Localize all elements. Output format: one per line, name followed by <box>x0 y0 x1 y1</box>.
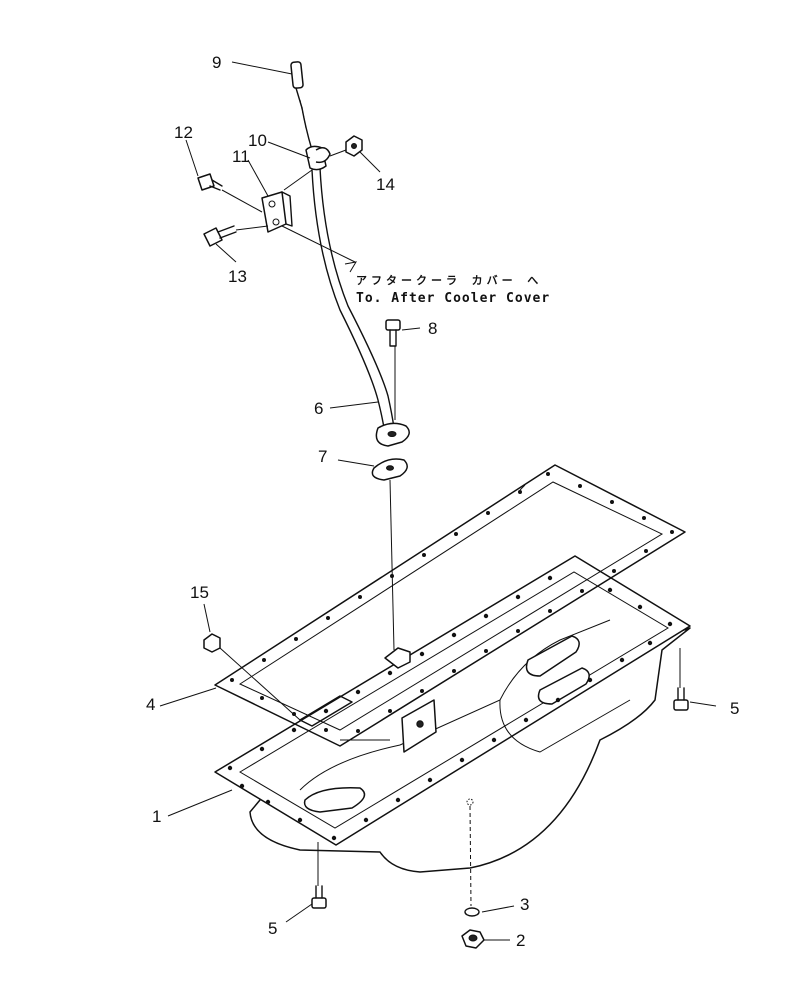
clip <box>315 147 331 164</box>
gasket <box>214 464 686 747</box>
assembly-lines <box>219 149 681 907</box>
callout-9: 9 <box>212 53 221 72</box>
dipstick-rod <box>301 107 313 151</box>
callout-7: 7 <box>318 447 327 466</box>
gasket-outer <box>214 464 686 747</box>
oil-pan-inner-wall <box>299 619 611 791</box>
bolt-8 <box>385 319 401 347</box>
oil-pan-flange <box>214 555 691 846</box>
tube-gasket <box>371 458 408 481</box>
dipstick <box>290 61 313 151</box>
oil-pan <box>214 555 691 873</box>
callout-leaders <box>159 61 717 941</box>
note-arrow <box>344 261 357 273</box>
oil-pan-slot-rear <box>525 635 580 677</box>
callout-15: 15 <box>190 583 209 602</box>
callout-5-left: 5 <box>268 919 277 938</box>
drain-hole <box>466 798 474 806</box>
bolt-5-left <box>311 885 327 909</box>
note-english: To. After Cooler Cover <box>356 291 550 306</box>
oil-pan-flange-inner <box>239 571 669 829</box>
oil-pan-bolt-holes <box>227 575 673 841</box>
gasket-bolt-holes <box>230 472 674 733</box>
bolt-12 <box>197 173 223 191</box>
callout-1: 1 <box>152 807 161 826</box>
callout-4: 4 <box>146 695 155 714</box>
callout-10: 10 <box>248 131 267 150</box>
callout-12: 12 <box>174 123 193 142</box>
callout-11: 11 <box>232 147 250 166</box>
callout-6: 6 <box>314 399 323 418</box>
gasket-dipstick-boss <box>384 647 411 669</box>
callout-3: 3 <box>520 895 529 914</box>
callout-13: 13 <box>228 267 247 286</box>
nut-14 <box>345 135 363 157</box>
plug-15 <box>203 633 221 653</box>
bracket <box>261 191 293 233</box>
gasket-inner <box>238 481 664 731</box>
callout-5-right: 5 <box>730 699 739 718</box>
oil-pan-slot-front <box>303 787 366 813</box>
dipstick-handle <box>290 61 304 89</box>
drain-plug <box>461 929 485 949</box>
guide-tube <box>305 145 410 447</box>
guide-tube-left-wall <box>311 169 385 429</box>
guide-tube-right-wall <box>319 167 395 429</box>
bolt-13 <box>203 225 237 247</box>
bolt-5-right <box>673 687 689 711</box>
o-ring <box>464 907 480 917</box>
note-japanese: アフタークーラ カバー へ <box>356 274 542 287</box>
callout-2: 2 <box>516 931 525 950</box>
callout-14: 14 <box>376 175 395 194</box>
callout-8: 8 <box>428 319 437 338</box>
